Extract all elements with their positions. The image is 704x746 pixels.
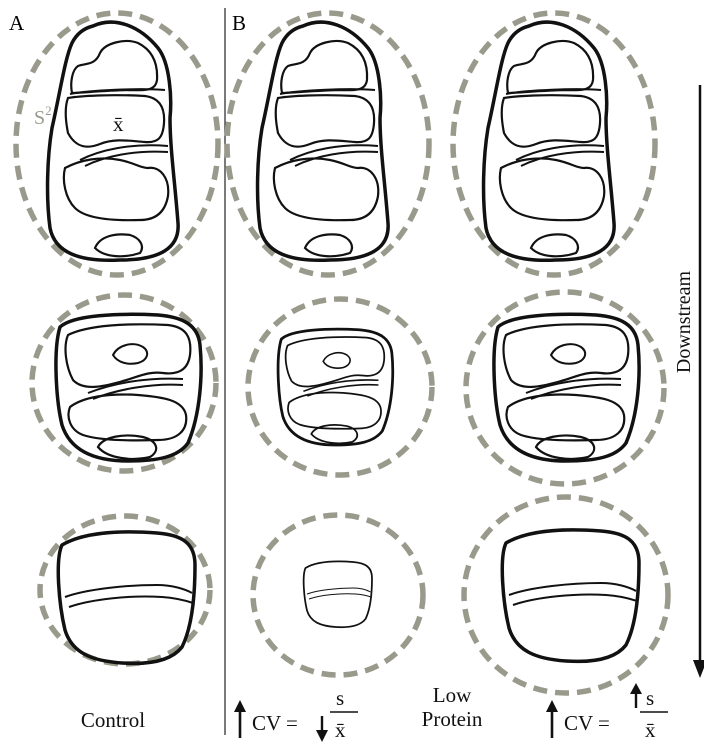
- panel-b-label: B: [232, 11, 246, 35]
- variance-halo: [227, 13, 429, 275]
- cv-numerator: s: [336, 686, 344, 710]
- mean-label: x̄: [113, 112, 124, 136]
- lowprotein-a-m3: [253, 515, 423, 675]
- variance-halo: [253, 515, 423, 675]
- low-protein-line1: Low: [402, 683, 502, 707]
- downstream-label: Downstream: [673, 270, 695, 373]
- cv-denominator: x̄: [335, 718, 346, 742]
- control-m2: [32, 295, 216, 471]
- control-caption: Control: [60, 708, 166, 732]
- control-m3: [40, 516, 210, 664]
- panel-a-label: A: [9, 11, 25, 35]
- cv-denominator: x̄: [645, 718, 656, 742]
- cv-label: CV =: [252, 711, 298, 735]
- downstream-arrow: [693, 85, 704, 678]
- lowprotein-b-m2: [466, 292, 664, 484]
- lowprotein-a-m1: [227, 13, 429, 275]
- low-protein-caption: Low Protein: [402, 683, 502, 731]
- lowprotein-a-m2: [248, 299, 432, 475]
- lowprotein-b-m1: [453, 13, 655, 275]
- variance-label: S2: [34, 103, 52, 129]
- control-m1: [16, 13, 218, 275]
- cv-formula-lower-mean: CV = s x̄: [234, 686, 358, 742]
- low-protein-line2: Protein: [402, 707, 502, 731]
- lowprotein-b-m3: [464, 497, 668, 693]
- cv-numerator: s: [646, 686, 654, 710]
- cv-label: CV =: [564, 711, 610, 735]
- variance-halo: [453, 13, 655, 275]
